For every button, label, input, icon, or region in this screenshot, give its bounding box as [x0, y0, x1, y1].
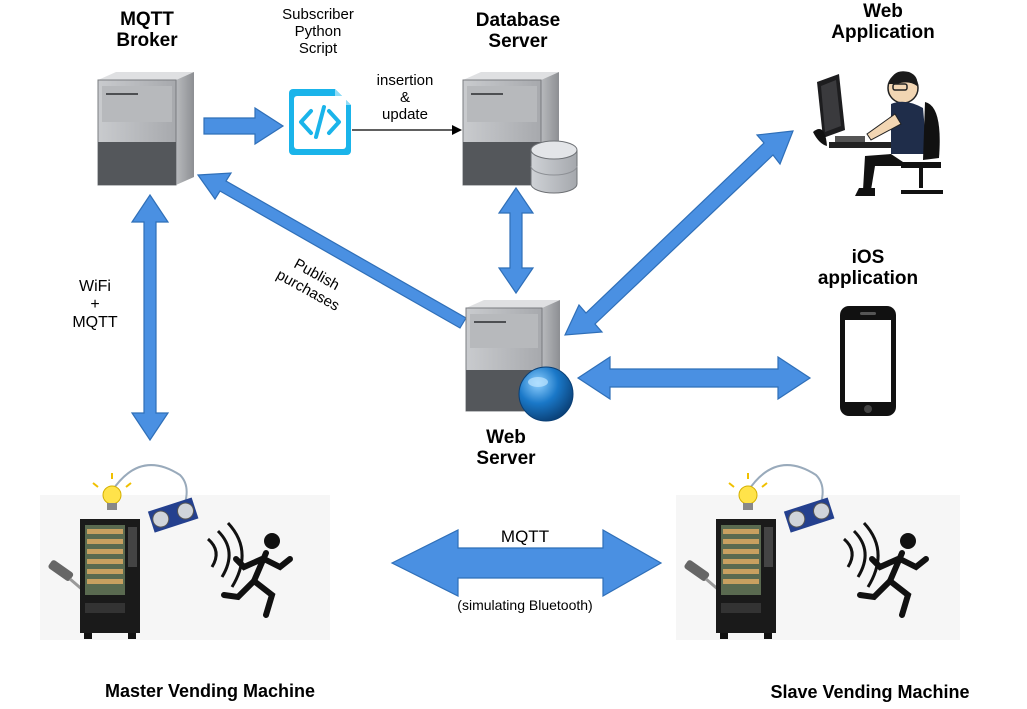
code-file-icon: [289, 89, 351, 155]
running-person-icon: [857, 533, 929, 618]
arrow-database-webserver: [497, 186, 535, 295]
insertion-line3: update: [382, 105, 428, 123]
slave-vending-scene: [676, 464, 960, 640]
arrow-publish-purchases: [196, 172, 467, 329]
master-vending-scene: [40, 464, 330, 640]
database-server-line2: Server: [488, 31, 548, 53]
web-server-label: Web Server: [460, 427, 552, 470]
ultrasonic-sensor-icon: [147, 497, 199, 533]
light-bulb-icon: [728, 464, 824, 510]
arrow-broker-master-vertical: [130, 193, 170, 442]
server-icon: [97, 72, 194, 186]
subscriber-line1: Subscriber: [282, 6, 354, 23]
mqtt-broker-line2: Broker: [116, 30, 178, 52]
web-application-label: Web Application: [818, 1, 948, 44]
ios-application-line1: iOS: [851, 247, 885, 268]
insertion-update-label: insertion & update: [362, 72, 448, 123]
master-vending-label: Master Vending Machine: [104, 681, 316, 701]
web-application-line2: Application: [831, 22, 935, 44]
arrow-subscriber-to-database: [352, 125, 462, 135]
subscriber-label: Subscriber Python Script: [268, 6, 368, 57]
arrow-webserver-ios: [576, 355, 812, 401]
vending-machine-icon: [80, 519, 140, 639]
web-server-line2: Server: [476, 448, 536, 470]
wifi-line2: +: [90, 295, 100, 313]
wifi-line1: WiFi: [79, 278, 111, 295]
insertion-line2: &: [399, 88, 410, 106]
ultrasonic-sensor-icon: [783, 497, 835, 533]
light-bulb-icon: [92, 464, 188, 510]
simulating-bluetooth-label: (simulating Bluetooth): [457, 597, 593, 613]
smartphone-icon: [840, 306, 896, 416]
web-application-line1: Web: [863, 1, 903, 22]
mqtt-link-label: MQTT: [500, 527, 550, 546]
mqtt-broker-label: MQTT Broker: [105, 9, 189, 52]
slave-vending-label: Slave Vending Machine: [770, 682, 970, 702]
globe-icon: [518, 366, 574, 422]
publish-purchases-label: Publish purchases: [273, 255, 342, 314]
ios-application-label: iOS application: [806, 247, 930, 290]
arrow-webserver-webapp: [564, 130, 794, 336]
web-server-line1: Web: [486, 427, 526, 448]
database-icon: [530, 140, 578, 194]
mqtt-broker-line1: MQTT: [120, 9, 174, 30]
database-server-label: Database Server: [458, 10, 578, 53]
user-at-computer-icon: [813, 71, 943, 196]
arrow-master-slave-mqtt: [390, 528, 663, 598]
database-server-line1: Database: [475, 10, 561, 31]
insertion-line1: insertion: [376, 72, 434, 89]
wifi-line3: MQTT: [72, 313, 118, 331]
wifi-mqtt-label: WiFi + MQTT: [60, 278, 130, 332]
running-person-icon: [221, 533, 293, 618]
arrow-broker-to-subscriber: [203, 106, 285, 146]
subscriber-line3: Script: [298, 39, 338, 57]
vending-machine-icon: [716, 519, 776, 639]
ios-application-line2: application: [817, 268, 919, 290]
subscriber-line2: Python: [294, 22, 342, 40]
